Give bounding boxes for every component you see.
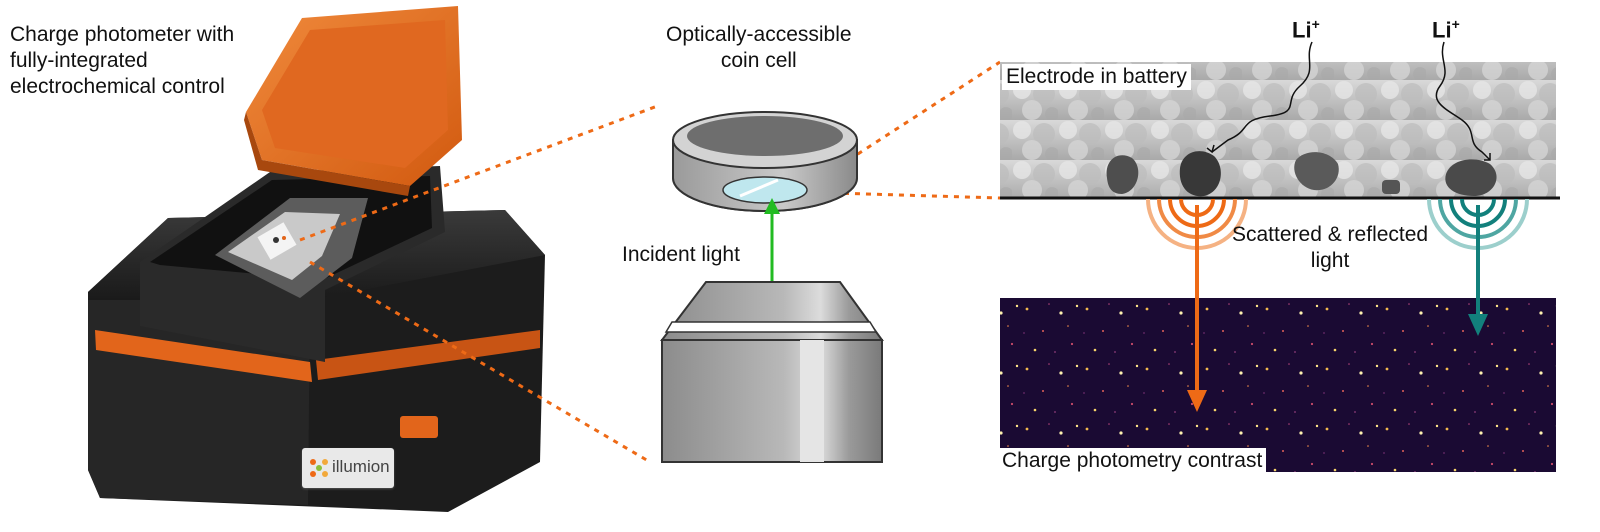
instrument-label: Charge photometer with fully-integrated …	[10, 23, 235, 98]
orange-side-button	[400, 416, 438, 438]
incident-light-arrow	[764, 198, 780, 285]
brand-name: illumion	[332, 457, 390, 476]
brand-badge: illumion	[302, 448, 394, 488]
incident-light-label: Incident light	[622, 243, 740, 266]
scatter-arrow-teal	[1468, 205, 1488, 336]
brand-logo-icon	[310, 459, 328, 477]
scattered-light-label: Scattered & reflected light	[1232, 223, 1429, 272]
coin-cell-icon	[672, 111, 858, 212]
li-ion-label-right: Li+	[1432, 16, 1460, 43]
objective-lens-icon	[659, 281, 884, 463]
coin-cell-label: Optically-accessible coin cell	[666, 23, 852, 72]
charge-photometry-image	[1000, 298, 1556, 472]
li-ion-label-left: Li+	[1292, 16, 1320, 43]
charge-photometry-label: Charge photometry contrast	[998, 448, 1267, 474]
instrument-illustration	[88, 6, 545, 512]
scatter-arrow-orange	[1187, 205, 1207, 412]
ion-path-squiggle	[1206, 41, 1491, 161]
electrode-label: Electrode in battery	[1002, 64, 1191, 90]
